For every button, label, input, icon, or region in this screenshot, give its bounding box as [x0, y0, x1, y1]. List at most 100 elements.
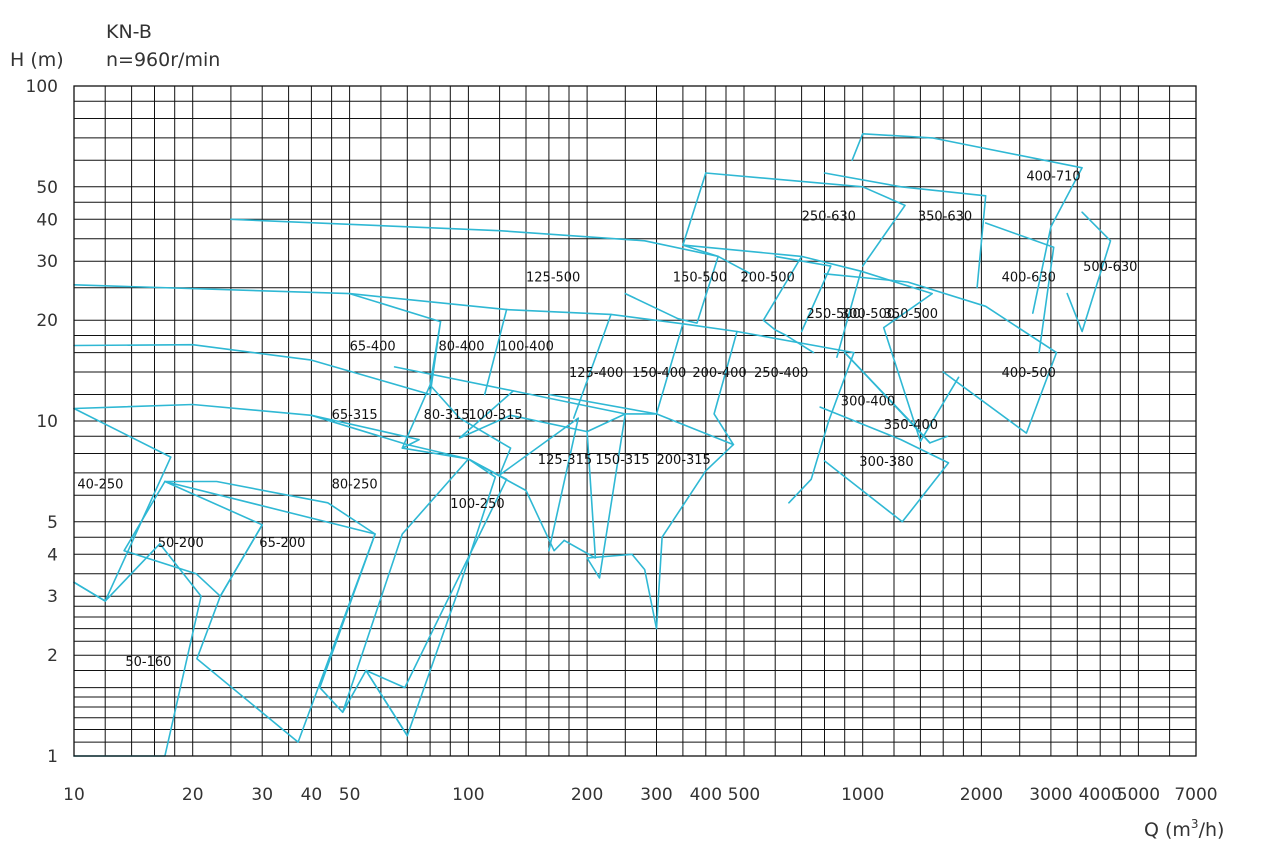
pump-curve-80-315 [310, 384, 580, 552]
pump-curve-250-400 [736, 330, 855, 504]
pump-label-150-315: 150-315 [595, 453, 649, 468]
x-tick-label: 5000 [1117, 785, 1160, 805]
pump-curve-400-710 [851, 133, 1083, 314]
x-tick-label: 100 [452, 785, 484, 805]
chart-speed-subtitle: n=960r/min [106, 49, 220, 71]
pump-curve-200-500 [682, 244, 815, 354]
pump-label-300-500: 300-500 [841, 307, 895, 322]
x-tick-label: 200 [571, 785, 603, 805]
pump-label-80-400: 80-400 [439, 340, 485, 355]
pump-curve-350-400 [843, 351, 949, 444]
pump-curve-250-500 [774, 255, 832, 333]
pump-label-125-400: 125-400 [569, 366, 623, 381]
pump-model-labels: 50-160 40-250 50-200 65-200 80-250 65-315 100-… [77, 170, 1137, 670]
pump-label-300-380: 300-380 [859, 455, 913, 470]
pump-label-200-400: 200-400 [692, 366, 746, 381]
pump-label-100-250: 100-250 [450, 497, 504, 512]
x-tick-label: 300 [640, 785, 672, 805]
x-tick-label: 1000 [841, 785, 884, 805]
x-axis-title-sup: 3 [1191, 817, 1199, 831]
x-tick-label: 50 [339, 785, 361, 805]
y-tick-label: 100 [26, 77, 58, 97]
y-tick-label: 5 [47, 513, 58, 533]
pump-curve-350-500 [860, 270, 960, 443]
pump-label-100-400: 100-400 [500, 340, 554, 355]
x-tick-label: 7000 [1174, 785, 1217, 805]
pump-curve-150-500 [682, 172, 752, 275]
x-tick-label: 40 [301, 785, 323, 805]
pump-curve-125-400 [505, 308, 612, 419]
pump-label-50-200: 50-200 [158, 536, 204, 551]
pump-curve-80-250 [164, 458, 497, 737]
pump-curve-150-400 [610, 313, 684, 415]
pump-label-400-500: 400-500 [1002, 366, 1056, 381]
x-tick-label: 500 [728, 785, 760, 805]
pump-label-65-400: 65-400 [350, 340, 396, 355]
axis-ticks: 10 20 30 40 50 100 200 300 400 500 1000 2000 3000 400… [26, 77, 1218, 805]
pump-curve-400-500 [823, 273, 1058, 434]
pump-curve-200-315 [586, 413, 735, 630]
pump-label-250-500: 250-500 [807, 307, 861, 322]
x-axis-title: Q (m3/h) [1144, 817, 1224, 841]
pump-label-50-160: 50-160 [125, 655, 171, 670]
y-tick-label: 4 [47, 545, 58, 565]
pump-label-350-630: 350-630 [918, 210, 972, 225]
y-tick-label: 20 [36, 311, 58, 331]
y-tick-label: 30 [36, 252, 58, 272]
pump-curve-100-250 [401, 447, 565, 552]
pump-curve-500-630 [1066, 211, 1112, 333]
x-tick-label: 400 [690, 785, 722, 805]
pump-label-350-400: 350-400 [884, 418, 938, 433]
y-axis-title: H (m) [10, 49, 64, 71]
pump-label-350-500: 350-500 [884, 307, 938, 322]
pump-curve-40-250 [73, 407, 172, 602]
x-tick-label: 10 [63, 785, 85, 805]
pump-curve-65-200 [164, 480, 376, 743]
pump-label-250-400: 250-400 [754, 366, 808, 381]
pump-label-125-315: 125-315 [538, 453, 592, 468]
pump-curve-125-500 [230, 218, 719, 324]
y-tick-label: 50 [36, 178, 58, 198]
x-axis-title-main: Q (m [1144, 819, 1191, 841]
grid [73, 85, 1197, 757]
chart-model-title: KN-B [106, 21, 152, 43]
pump-label-65-200: 65-200 [259, 536, 305, 551]
pump-curve-250-630 [705, 172, 906, 267]
y-tick-label: 1 [47, 747, 58, 767]
pump-label-500-630: 500-630 [1083, 260, 1137, 275]
pump-curve-350-630 [823, 172, 987, 289]
pump-label-150-500: 150-500 [673, 271, 727, 286]
pump-label-400-630: 400-630 [1002, 271, 1056, 286]
x-tick-label: 4000 [1079, 785, 1122, 805]
pump-curve-150-315 [548, 393, 658, 579]
pump-curve-400-630 [984, 222, 1055, 354]
pump-label-80-315: 80-315 [424, 408, 470, 423]
pump-label-400-710: 400-710 [1026, 170, 1080, 185]
pump-curve-65-400 [73, 320, 442, 396]
y-tick-label: 10 [36, 412, 58, 432]
x-tick-label: 3000 [1029, 785, 1072, 805]
pump-label-150-400: 150-400 [632, 366, 686, 381]
y-tick-label: 3 [47, 587, 58, 607]
pump-curve-80-400 [73, 284, 442, 323]
x-tick-label: 2000 [960, 785, 1003, 805]
y-tick-label: 40 [36, 210, 58, 230]
pump-label-40-250: 40-250 [77, 478, 123, 493]
pump-label-100-315: 100-315 [468, 408, 522, 423]
plot-frame [73, 85, 1197, 757]
x-tick-label: 20 [182, 785, 204, 805]
pump-curve-300-380 [819, 406, 950, 523]
pump-label-200-315: 200-315 [657, 453, 711, 468]
pump-curve-regions [73, 133, 1112, 757]
pump-label-80-250: 80-250 [332, 478, 378, 493]
pump-curve-50-160 [73, 543, 202, 757]
pump-label-250-630: 250-630 [802, 210, 856, 225]
pump-curve-200-400 [682, 323, 738, 446]
pump-label-125-500: 125-500 [526, 271, 580, 286]
pump-label-300-400: 300-400 [841, 395, 895, 410]
pump-label-200-500: 200-500 [741, 271, 795, 286]
pump-label-65-315: 65-315 [332, 408, 378, 423]
x-tick-label: 30 [251, 785, 273, 805]
y-tick-label: 2 [47, 646, 58, 666]
